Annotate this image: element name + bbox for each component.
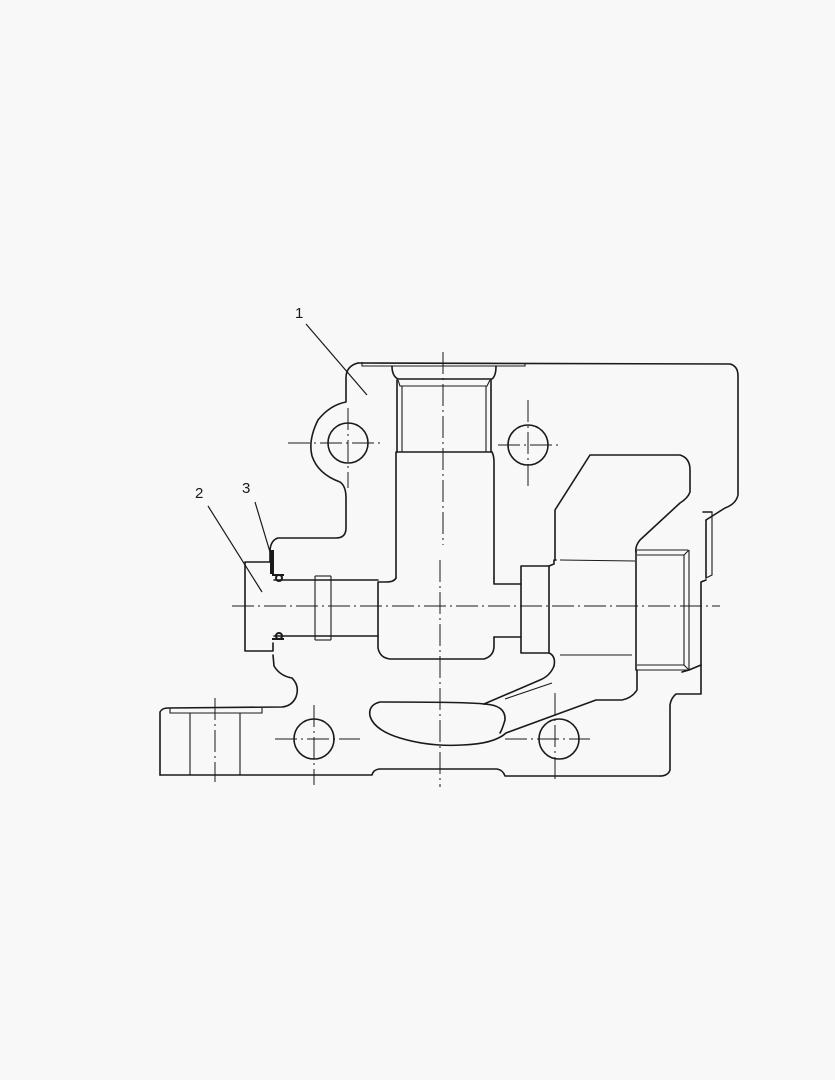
mounting-hole-top-right — [498, 400, 562, 486]
callout-label-1: 1 — [295, 305, 303, 322]
mounting-hole-bottom-right — [505, 693, 590, 782]
vertical-bore — [391, 365, 497, 579]
mounting-holes — [275, 400, 590, 785]
mounting-hole-top-left — [288, 408, 382, 488]
callout-label-2: 2 — [195, 485, 203, 502]
mounting-hole-bottom-left — [275, 705, 360, 785]
callout-1: 1 — [295, 305, 368, 396]
callout-label-3: 3 — [242, 480, 250, 497]
central-chamber — [377, 577, 522, 660]
centerlines — [214, 352, 720, 787]
right-port — [520, 549, 690, 671]
upper-right-cavity — [554, 454, 691, 561]
callout-2: 2 — [195, 485, 263, 593]
valve-body-outline — [159, 362, 739, 777]
lower-passage — [368, 665, 638, 747]
o-ring-seal — [270, 550, 284, 640]
callout-3: 3 — [242, 480, 271, 553]
plug-assembly — [244, 549, 379, 652]
